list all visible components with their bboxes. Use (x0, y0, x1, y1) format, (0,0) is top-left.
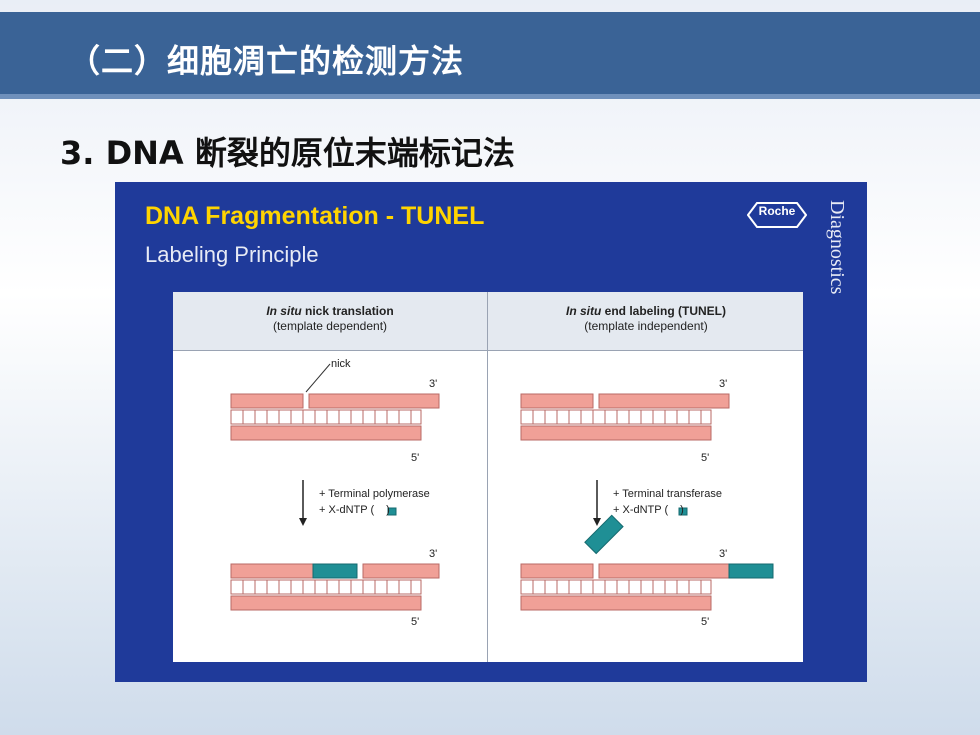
right-bottom-lower-strand (520, 595, 712, 611)
tunel-figure: DNA Fragmentation - TUNEL Labeling Princ… (115, 182, 867, 682)
left-reagent-enzyme: + Terminal polymerase (319, 488, 430, 500)
right-arrowhead (593, 518, 601, 526)
right-top-dna (520, 393, 730, 441)
right-bottom-nick-label (584, 514, 624, 555)
right-top-upper-strand-b (598, 393, 730, 409)
left-bottom-upper-strand-b (362, 563, 440, 579)
left-top-5prime: 5' (411, 452, 420, 464)
left-column-heading: In situ nick translation (template depen… (266, 304, 394, 333)
right-top-lower-strand (520, 425, 712, 441)
right-dntp-swatch (678, 507, 688, 516)
nick-label: nick (331, 358, 351, 370)
labeling-panel: In situ nick translation (template depen… (173, 292, 803, 662)
slide-title: （二）细胞凋亡的检测方法 (68, 42, 465, 80)
right-reagent-enzyme: + Terminal transferase (613, 488, 722, 500)
right-column-heading: In situ end labeling (TUNEL) (template i… (565, 304, 726, 333)
left-top-rungs (230, 409, 422, 425)
right-bottom-upper-strand-b (598, 563, 730, 579)
left-top-upper-strand-a (230, 393, 304, 409)
right-top-rungs (520, 409, 712, 425)
left-arrowhead (299, 518, 307, 526)
section-subtitle: 3. DNA 断裂的原位末端标记法 (60, 134, 515, 172)
left-bottom-3prime: 3' (429, 548, 438, 560)
left-bottom-upper-strand-a (230, 563, 314, 579)
left-bottom-dna (230, 563, 440, 611)
right-top-upper-strand-a (520, 393, 594, 409)
left-top-nick-pointer (305, 363, 331, 393)
right-bottom-rungs (520, 579, 712, 595)
roche-logo-text: Roche (758, 204, 796, 218)
panel-header-divider (173, 350, 803, 351)
right-bottom-5prime: 5' (701, 616, 710, 628)
right-bottom-3end-label (728, 563, 774, 579)
dna-strands-diagram (230, 363, 774, 611)
right-top-3prime: 3' (719, 378, 728, 390)
figure-title: DNA Fragmentation - TUNEL (145, 202, 485, 230)
right-top-5prime: 5' (701, 452, 710, 464)
diagnostics-label: Diagnostics (826, 200, 848, 295)
left-top-3prime: 3' (429, 378, 438, 390)
title-underline (0, 94, 980, 99)
panel-column-divider (487, 292, 488, 662)
left-bottom-rungs (230, 579, 422, 595)
right-bottom-3prime: 3' (719, 548, 728, 560)
title-bar (0, 12, 980, 99)
right-bottom-upper-strand-a (520, 563, 594, 579)
left-top-upper-strand-b (308, 393, 440, 409)
left-dntp-swatch (387, 507, 397, 516)
left-top-dna (230, 363, 440, 441)
left-top-lower-strand (230, 425, 422, 441)
left-bottom-5prime: 5' (411, 616, 420, 628)
figure-subtitle: Labeling Principle (145, 242, 319, 267)
left-reagent-dntp: + X-dNTP () (319, 504, 390, 516)
roche-logo-icon (747, 202, 807, 228)
right-bottom-dna (520, 514, 774, 611)
left-bottom-lower-strand (230, 595, 422, 611)
right-reagent-dntp: + X-dNTP () (613, 504, 684, 516)
panel-header (173, 292, 803, 350)
left-bottom-label-segment (312, 563, 358, 579)
